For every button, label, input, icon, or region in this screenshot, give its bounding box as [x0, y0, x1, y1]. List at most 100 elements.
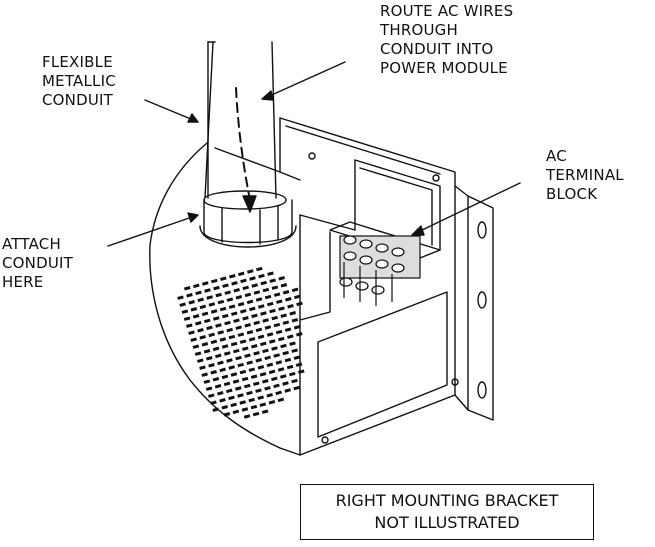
vent-slot	[282, 381, 289, 385]
vent-slot	[255, 358, 262, 362]
vent-slot	[275, 391, 282, 395]
vent-slot	[231, 372, 238, 376]
vent-slot	[224, 321, 231, 325]
vent-slot	[254, 290, 261, 294]
terminal-block	[340, 236, 420, 306]
label-line: CONDUIT INTO	[380, 40, 513, 59]
vent-slot	[289, 341, 296, 345]
label-line: ROUTE AC WIRES	[380, 2, 513, 21]
vent-slot	[237, 393, 244, 397]
vent-slot	[296, 362, 303, 366]
vent-slot	[280, 344, 287, 348]
vent-slot	[267, 332, 274, 336]
vent-slot	[251, 314, 258, 318]
vent-slot	[262, 379, 269, 383]
vent-slot	[292, 318, 299, 322]
vent-slot	[233, 318, 240, 322]
vent-slot	[231, 281, 238, 285]
vent-slot	[280, 313, 287, 317]
vent-slot	[257, 395, 264, 399]
vent-slot	[269, 370, 276, 374]
label-attach-conduit: ATTACH CONDUIT HERE	[2, 235, 73, 292]
leader-conduit-head	[188, 114, 198, 122]
vent-slot	[219, 398, 226, 402]
vent-slot	[220, 307, 227, 311]
label-line: BLOCK	[546, 185, 624, 204]
vent-slot	[195, 321, 202, 325]
vent-slot	[285, 297, 292, 301]
vent-slot	[197, 298, 204, 302]
label-line: POWER MODULE	[380, 59, 513, 78]
vent-slot	[291, 379, 298, 383]
label-line: HERE	[2, 273, 73, 292]
label-line: CONDUIT	[2, 254, 73, 273]
vent-slot	[226, 328, 233, 332]
vent-slot	[227, 297, 234, 301]
vent-slot	[249, 367, 256, 371]
vent-slot	[230, 403, 237, 407]
vent-slot	[222, 344, 229, 348]
vent-slot	[218, 300, 225, 304]
vent-slot	[289, 372, 296, 376]
vent-slot	[267, 271, 274, 275]
vent-slot	[278, 306, 285, 310]
vent-slot	[247, 330, 254, 334]
vent-slot	[233, 288, 240, 292]
vent-slot	[273, 353, 280, 357]
vent-slot	[242, 377, 249, 381]
vent-slot	[245, 293, 252, 297]
vent-slot	[244, 384, 251, 388]
vent-slot	[204, 319, 211, 323]
vent-slot	[184, 286, 191, 290]
vent-slot	[262, 349, 269, 353]
vent-slot	[206, 386, 213, 390]
vent-slot	[211, 309, 218, 313]
vent-slot	[235, 356, 242, 360]
vent-slot	[199, 335, 206, 339]
vent-slot	[248, 398, 255, 402]
vent-slot	[191, 307, 198, 311]
vent-slot	[188, 330, 195, 334]
vent-slot	[263, 288, 270, 292]
vent-slot	[265, 295, 272, 299]
vent-slot	[255, 388, 262, 392]
vent-slot	[233, 410, 240, 414]
label-line: ATTACH	[2, 235, 73, 254]
vent-slot	[200, 305, 207, 309]
vent-slot	[238, 332, 245, 336]
vent-slot	[249, 337, 256, 341]
vent-slot	[280, 374, 287, 378]
vent-slot	[274, 292, 281, 296]
vent-slot	[231, 342, 238, 346]
vent-slot	[217, 330, 224, 334]
vent-slot	[285, 327, 292, 331]
vent-slot	[278, 398, 285, 402]
vent-slot	[224, 351, 231, 355]
vent-slot	[222, 283, 229, 287]
label-line: THROUGH	[380, 21, 513, 40]
vent-slot	[206, 295, 213, 299]
vent-slot	[276, 330, 283, 334]
vent-slot	[271, 346, 278, 350]
vent-slot	[208, 393, 215, 397]
routing-arrow-line	[236, 88, 250, 200]
vent-slot	[208, 363, 215, 367]
vent-slot	[211, 279, 218, 283]
vent-slot	[237, 363, 244, 367]
vent-slot	[251, 344, 258, 348]
vent-slot	[209, 302, 216, 306]
leader-attach	[108, 216, 195, 246]
note-line: NOT ILLUSTRATED	[301, 512, 593, 534]
vent-slot	[226, 389, 233, 393]
vent-slot	[253, 351, 260, 355]
vent-slot	[229, 274, 236, 278]
vent-slot	[251, 405, 258, 409]
housing-bottom	[280, 448, 300, 455]
vent-slot	[199, 365, 206, 369]
vent-slot	[224, 290, 231, 294]
vent-slot	[226, 358, 233, 362]
vent-slot	[240, 339, 247, 343]
vent-slot	[283, 320, 290, 324]
vent-slot	[258, 365, 265, 369]
vent-slot	[210, 400, 217, 404]
